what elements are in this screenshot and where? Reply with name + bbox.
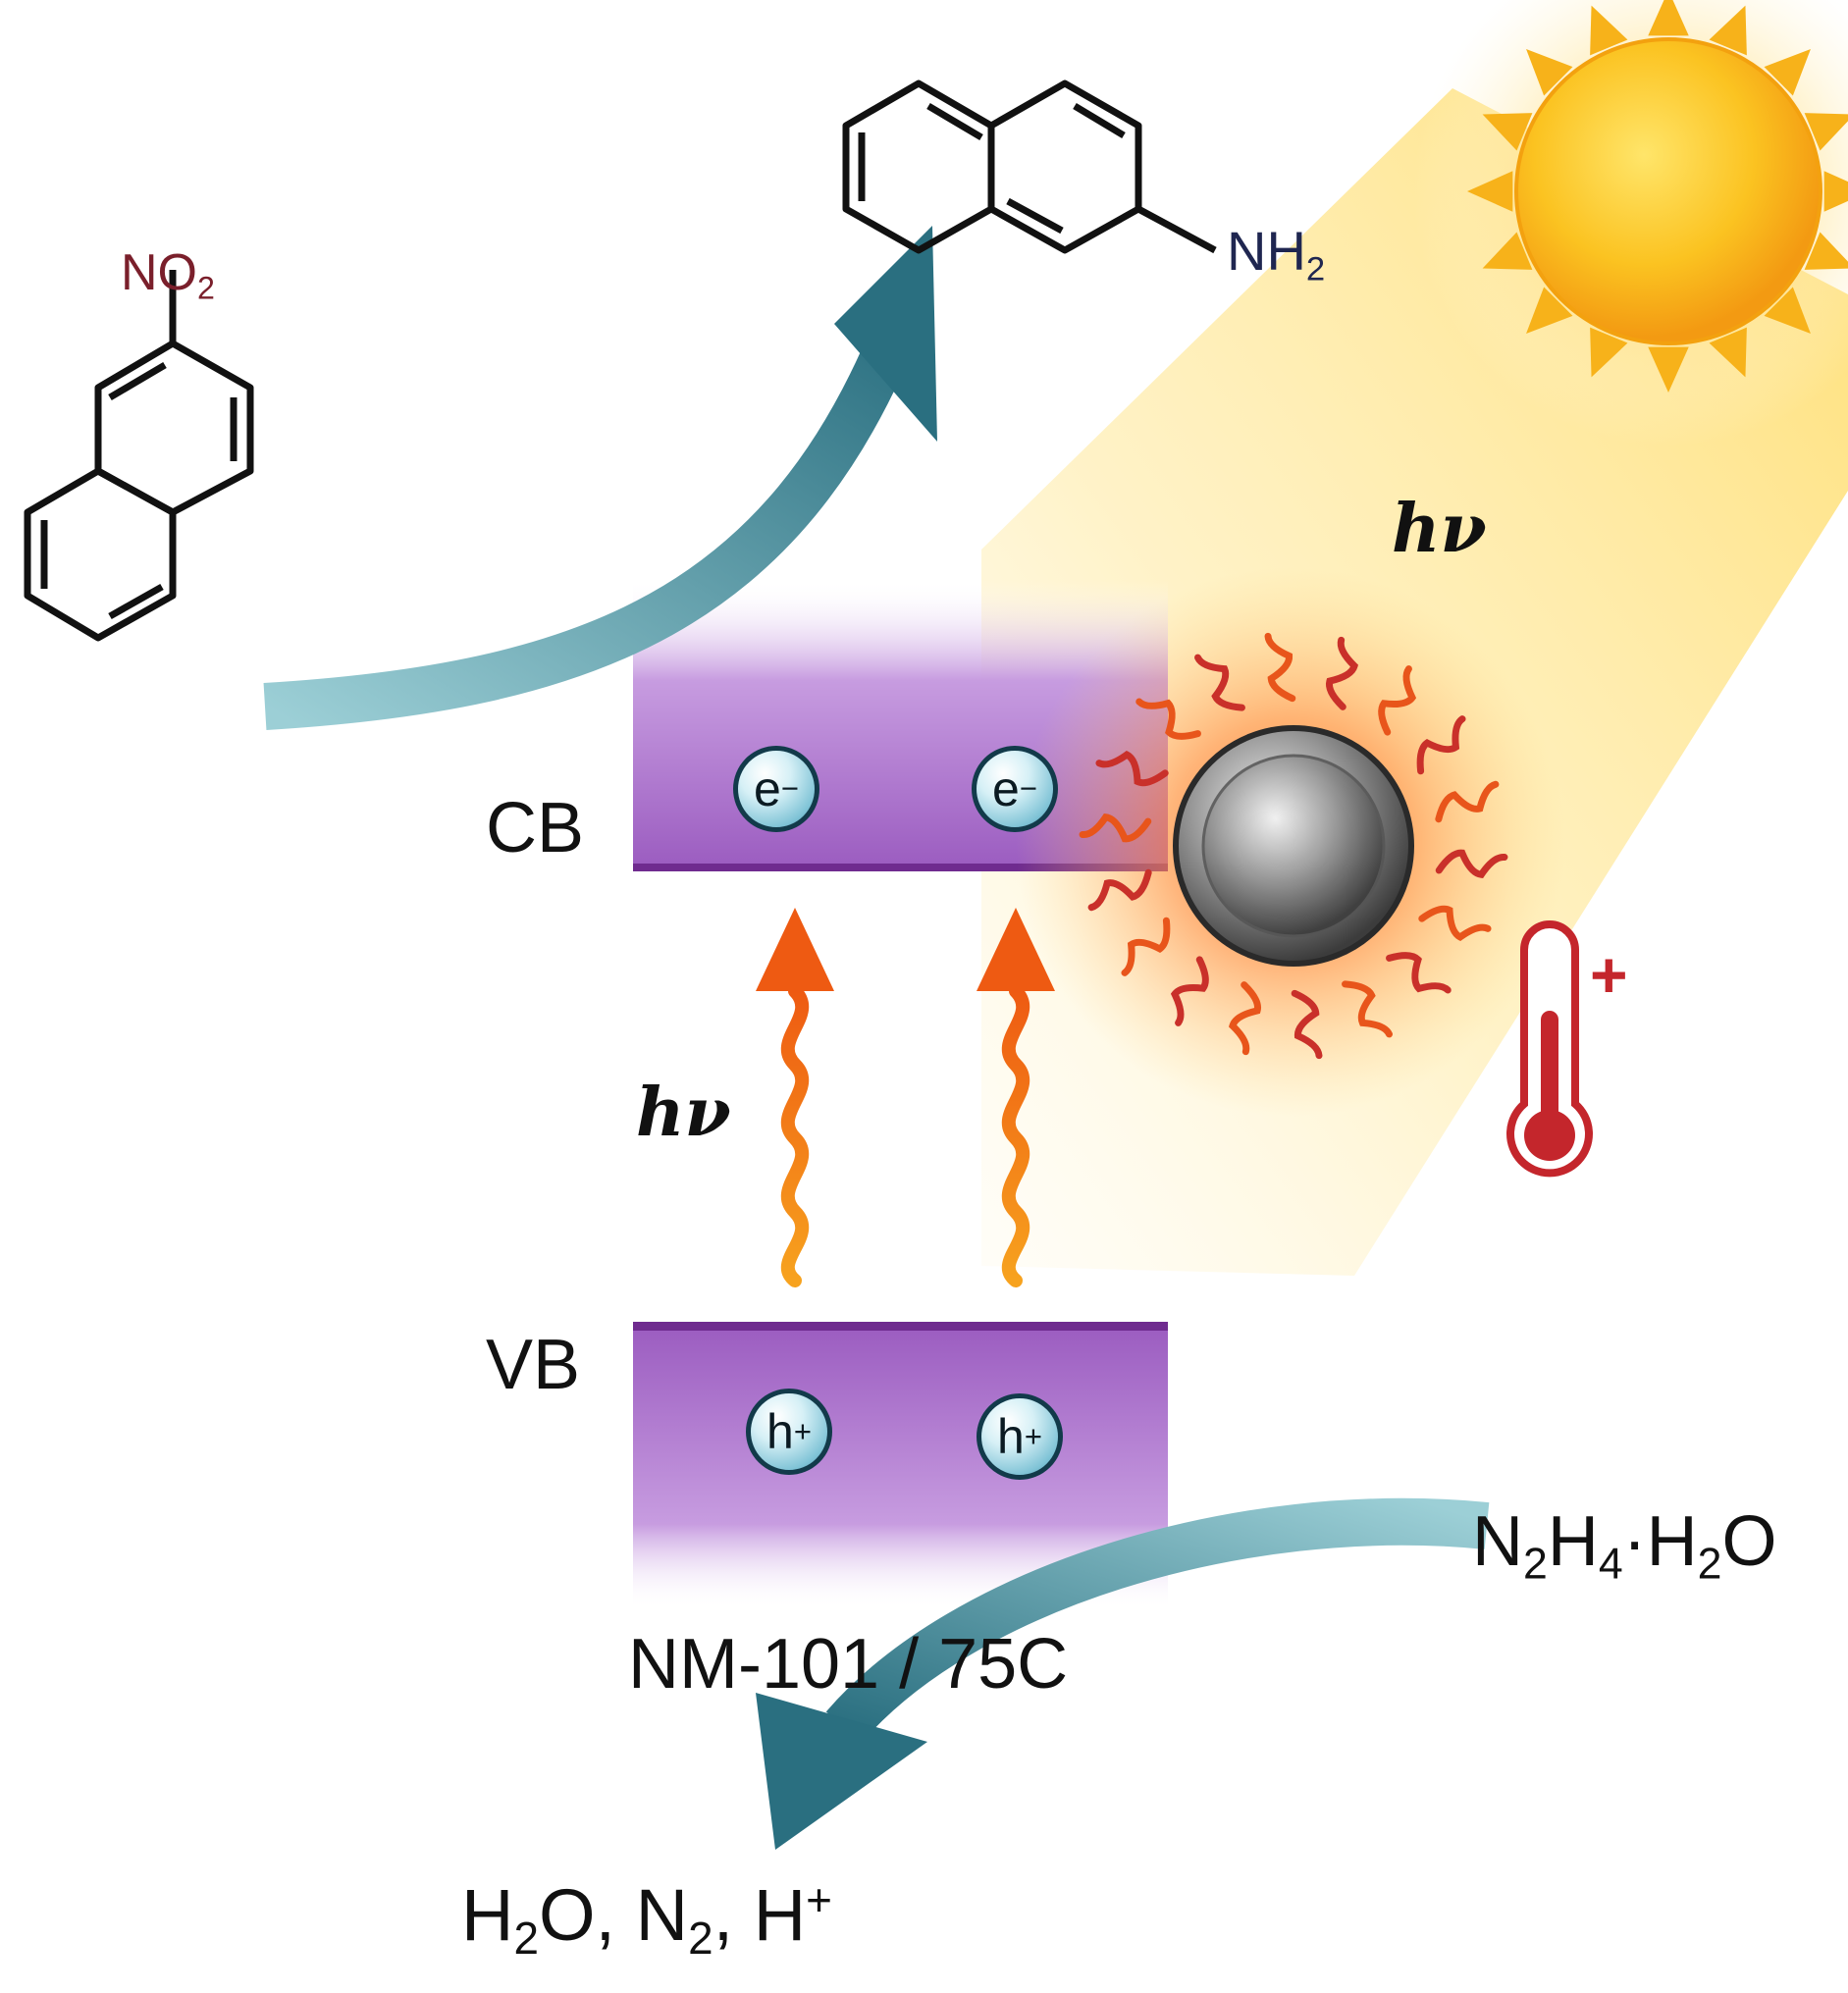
nitronaphthalene-structure xyxy=(24,270,254,642)
heat-wave xyxy=(1386,952,1452,994)
sun-ray xyxy=(1482,232,1533,270)
naphthylamine-structure xyxy=(842,79,1217,254)
reductant-label: N2H4·H2O xyxy=(1472,1502,1777,1589)
heat-wave xyxy=(1095,751,1169,787)
oxidation-arrow xyxy=(756,1497,1490,1850)
heat-wave xyxy=(1087,868,1152,912)
thermometer-plus: + xyxy=(1590,938,1628,1011)
heat-wave xyxy=(1418,905,1492,941)
electron-left: e− xyxy=(733,746,819,832)
cb-label: CB xyxy=(486,789,585,867)
sun-ray xyxy=(1764,287,1811,334)
excitation-hv-label: hν xyxy=(636,1074,731,1152)
sun-ray xyxy=(1804,113,1848,151)
valence-band-edge xyxy=(633,1322,1168,1331)
sun-ray xyxy=(1709,5,1747,56)
amine-subscript: 2 xyxy=(1305,250,1326,288)
sun-ray xyxy=(1467,171,1513,212)
thermometer-icon xyxy=(1506,920,1593,1178)
sun-ray xyxy=(1823,171,1848,212)
sun-ray xyxy=(1482,113,1533,151)
photon-arrow-left xyxy=(756,908,834,1287)
heat-wave xyxy=(1264,632,1296,703)
heat-wave xyxy=(1170,956,1209,1026)
nitro-subscript: 2 xyxy=(197,270,215,306)
products-label: H2O, N2, H+ xyxy=(461,1873,832,1964)
heat-wave xyxy=(1135,698,1201,740)
sun-ray xyxy=(1526,287,1573,334)
heat-wave xyxy=(1416,715,1466,775)
heat-wave xyxy=(1342,980,1393,1038)
heat-wave xyxy=(1079,813,1152,843)
heat-wave xyxy=(1435,780,1500,823)
sun-ray xyxy=(1709,327,1747,378)
nitro-label: NO xyxy=(121,244,197,301)
heat-wave xyxy=(1435,849,1508,878)
heat-waves xyxy=(1079,632,1508,1060)
electron-right: e− xyxy=(972,746,1058,832)
sun-ray xyxy=(1648,346,1689,393)
hole-left: h+ xyxy=(746,1389,832,1475)
heat-wave xyxy=(1229,981,1262,1056)
vb-label: VB xyxy=(486,1326,581,1404)
conduction-band-edge xyxy=(633,864,1168,871)
amine-label: NH xyxy=(1227,220,1306,282)
sun-ray xyxy=(1764,49,1811,96)
sun-ray xyxy=(1526,49,1573,96)
sun-ray xyxy=(1648,0,1689,36)
product-amine-group: NH2 xyxy=(1227,224,1325,287)
photon-arrow-right xyxy=(977,908,1055,1287)
sun-ray xyxy=(1804,232,1848,270)
nanoparticle xyxy=(1173,725,1414,967)
heat-wave xyxy=(1194,654,1245,711)
catalyst-label: NM-101 / 75C xyxy=(628,1625,1069,1704)
heat-wave xyxy=(1378,665,1417,736)
heat-wave xyxy=(1121,917,1171,976)
reactant-nitro-group: NO2 xyxy=(121,244,215,304)
sun-ray xyxy=(1590,327,1628,378)
hole-right: h+ xyxy=(977,1393,1063,1480)
heat-wave xyxy=(1291,989,1323,1060)
sun-ray xyxy=(1590,5,1628,56)
sun-icon xyxy=(1467,0,1848,393)
reduction-arrow xyxy=(263,226,937,730)
heat-wave xyxy=(1325,636,1358,710)
sunlight-hv-label: hν xyxy=(1392,490,1487,568)
